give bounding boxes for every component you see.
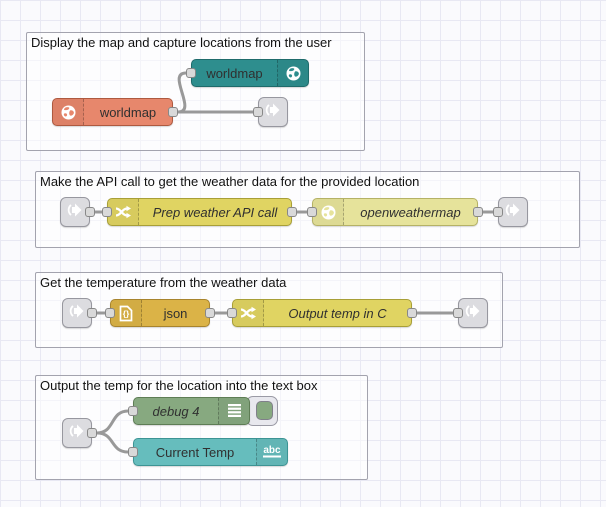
group-title: Display the map and capture locations fr… (31, 35, 332, 50)
node-debug[interactable]: debug 4 (128, 397, 250, 425)
group-output-temp[interactable]: Output the temp for the location into th… (35, 375, 368, 480)
input-port[interactable] (253, 107, 263, 117)
list-icon (218, 398, 249, 424)
wire[interactable] (95, 431, 130, 454)
group-display-map[interactable]: Display the map and capture locations fr… (26, 32, 365, 151)
node-ui-text-current-temp[interactable]: Current Temp abc (128, 438, 288, 466)
node-openweathermap[interactable]: openweathermap (307, 198, 483, 226)
node-worldmap[interactable]: worldmap (52, 98, 178, 126)
output-port[interactable] (85, 207, 95, 217)
function-icon (108, 199, 139, 225)
node-label: Prep weather API call (152, 204, 278, 220)
node-function-output-temp[interactable]: Output temp in C (227, 299, 417, 327)
globe-icon (313, 199, 344, 225)
output-port[interactable] (87, 308, 97, 318)
input-port[interactable] (307, 207, 317, 217)
svg-text:{}: {} (123, 308, 130, 318)
group-title: Make the API call to get the weather dat… (40, 174, 420, 189)
wire[interactable] (95, 409, 130, 435)
input-port[interactable] (128, 447, 138, 457)
input-port[interactable] (186, 68, 196, 78)
globe-icon (277, 60, 308, 86)
node-label: worldmap (99, 104, 157, 120)
output-port[interactable] (87, 428, 97, 438)
output-port[interactable] (473, 207, 483, 217)
link-in-icon (67, 421, 87, 446)
node-label: Output temp in C (288, 305, 387, 321)
svg-text:abc: abc (263, 445, 281, 456)
node-label: debug 4 (152, 403, 200, 419)
input-port[interactable] (453, 308, 463, 318)
link-out-icon (463, 301, 483, 326)
node-label: json (163, 305, 188, 321)
node-link-out[interactable] (253, 97, 288, 127)
function-icon (233, 300, 264, 326)
link-in-icon (67, 301, 87, 326)
input-port[interactable] (227, 308, 237, 318)
node-label: Current Temp (155, 444, 235, 460)
output-port[interactable] (168, 107, 178, 117)
output-port[interactable] (287, 207, 297, 217)
node-worldmap-in[interactable]: worldmap (186, 59, 309, 87)
node-link-in[interactable] (62, 298, 97, 328)
node-link-out[interactable] (453, 298, 488, 328)
input-port[interactable] (493, 207, 503, 217)
group-title: Get the temperature from the weather dat… (40, 275, 287, 290)
node-link-in[interactable] (60, 197, 95, 227)
input-port[interactable] (105, 308, 115, 318)
node-label: openweathermap (360, 204, 461, 220)
node-function-prep-weather[interactable]: Prep weather API call (102, 198, 297, 226)
debug-enable-toggle[interactable] (246, 396, 278, 426)
globe-icon (53, 99, 84, 125)
node-json[interactable]: {} json (105, 299, 215, 327)
wire[interactable] (176, 71, 188, 114)
node-link-in[interactable] (62, 418, 97, 448)
node-link-out[interactable] (493, 197, 528, 227)
output-port[interactable] (205, 308, 215, 318)
node-label: worldmap (206, 65, 263, 81)
link-out-icon (263, 100, 283, 125)
group-title: Output the temp for the location into th… (40, 378, 318, 393)
link-in-icon (65, 200, 85, 225)
json-icon: {} (111, 300, 142, 326)
output-port[interactable] (407, 308, 417, 318)
debug-toggle-indicator (256, 401, 273, 420)
input-port[interactable] (128, 406, 138, 416)
input-port[interactable] (102, 207, 112, 217)
link-out-icon (503, 200, 523, 225)
abc-icon: abc (256, 439, 287, 465)
